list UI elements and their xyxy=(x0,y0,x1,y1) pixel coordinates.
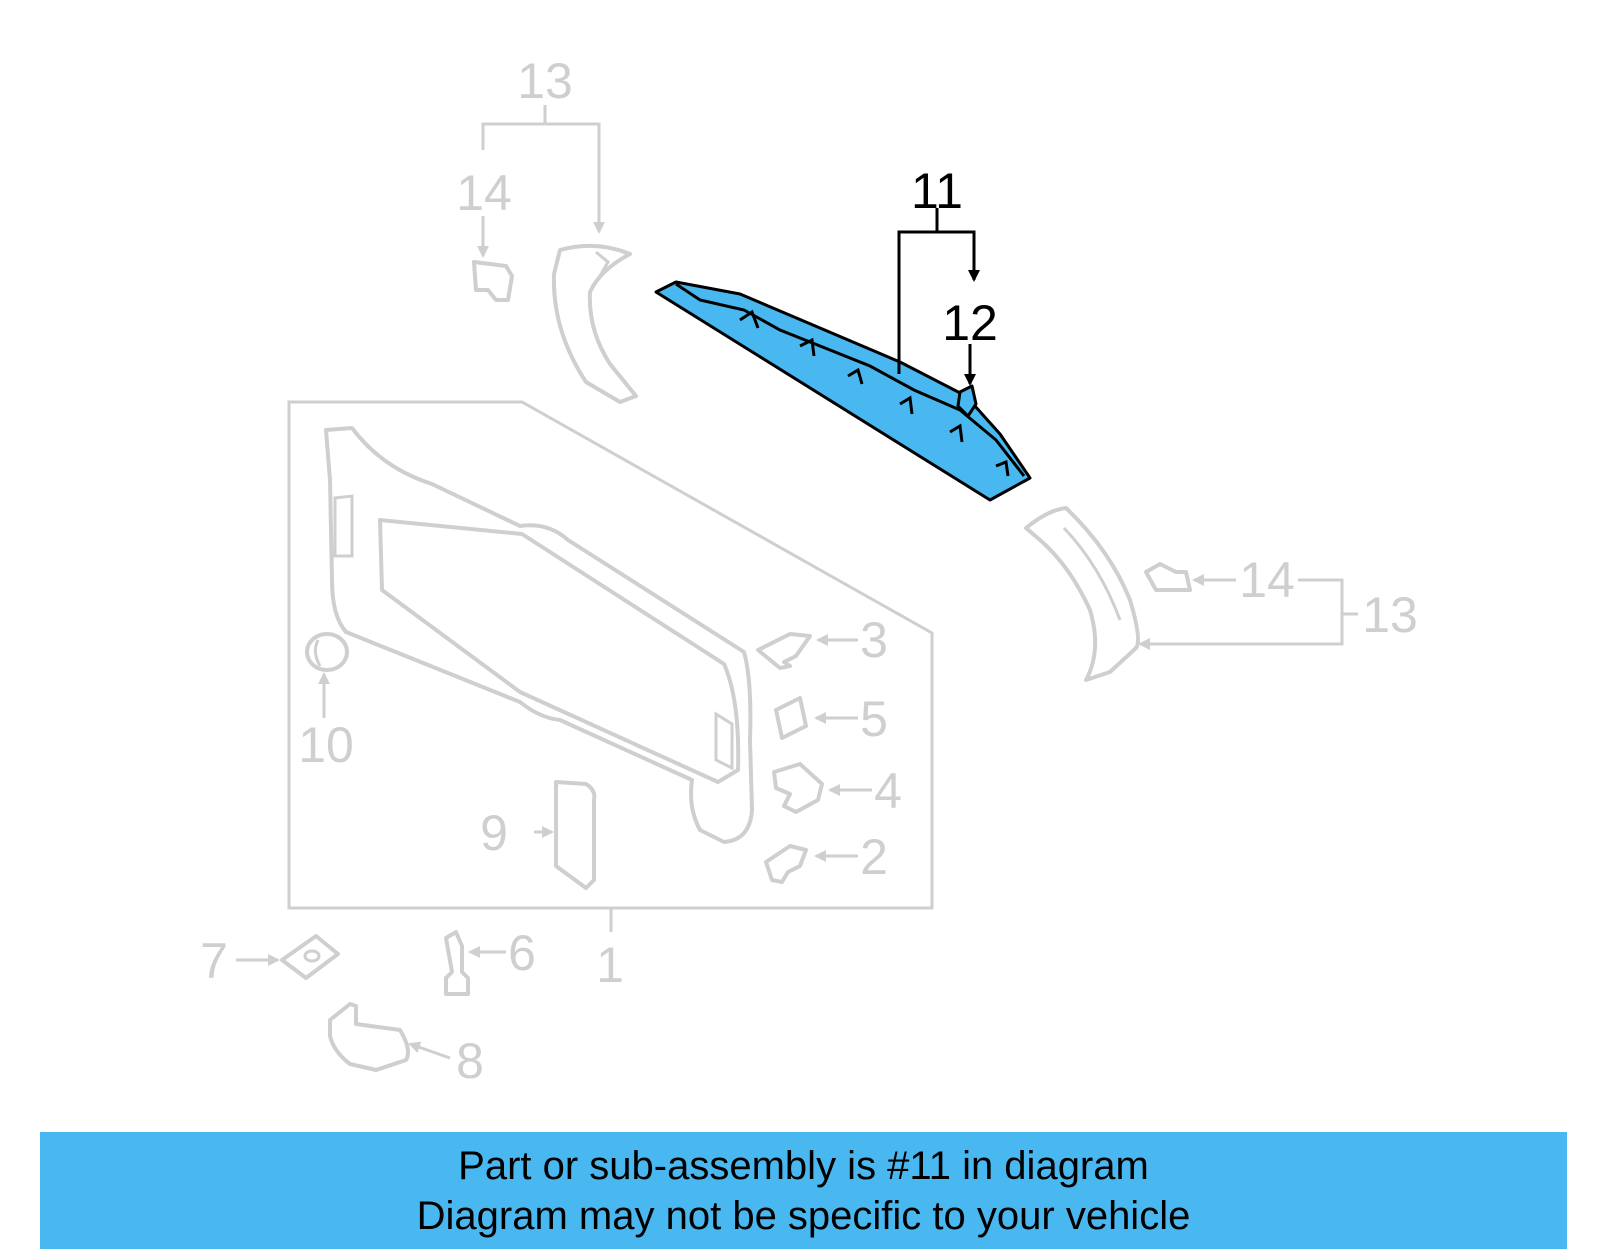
callout-10: 10 xyxy=(298,717,354,773)
part-8-cover xyxy=(328,1002,451,1072)
part-14-left-clip xyxy=(472,260,514,302)
part-9-pad xyxy=(554,780,597,890)
callout-7: 7 xyxy=(200,933,228,989)
callout-11[interactable]: 11 xyxy=(911,163,963,219)
part-1-right-pocket xyxy=(714,711,734,771)
callout-13-right: 13 xyxy=(1362,587,1418,643)
callout-8: 8 xyxy=(456,1033,484,1089)
callout-14-right: 14 xyxy=(1239,552,1295,608)
callout-13-top: 13 xyxy=(517,53,573,109)
part-1-liftgate-trim-panel xyxy=(287,400,934,932)
callout-6: 6 xyxy=(508,925,536,981)
part-14-right-clip xyxy=(1144,562,1192,592)
part-4-clip xyxy=(772,762,824,814)
part-13-left-pillar-trim xyxy=(551,243,638,404)
part-13-right-pillar-trim xyxy=(1024,506,1140,682)
info-banner: Part or sub-assembly is #11 in diagram D… xyxy=(40,1132,1567,1249)
part-1-inner-window xyxy=(378,518,741,784)
part-1-box xyxy=(287,400,934,910)
banner-line-1: Part or sub-assembly is #11 in diagram xyxy=(458,1143,1149,1188)
part-10-fastener xyxy=(305,632,349,718)
callout-2: 2 xyxy=(860,829,888,885)
callout-4: 4 xyxy=(874,763,902,819)
callout-12: 12 xyxy=(942,295,998,351)
callout-3: 3 xyxy=(860,612,888,668)
callout-5: 5 xyxy=(860,691,888,747)
part-2-clip xyxy=(764,844,808,884)
part-6-bolt xyxy=(444,930,506,996)
banner-line-2: Diagram may not be specific to your vehi… xyxy=(416,1193,1191,1238)
callout-9: 9 xyxy=(480,805,508,861)
callout-13-right-bracket xyxy=(1138,574,1358,650)
part-1-left-pocket xyxy=(333,494,354,558)
callout-1: 1 xyxy=(596,937,624,993)
part-11-header-trim xyxy=(654,280,1032,502)
callout-13-top-bracket xyxy=(477,105,605,258)
callout-14-top: 14 xyxy=(456,165,512,221)
part-5-clip xyxy=(774,696,808,740)
part-12-clip xyxy=(956,384,978,418)
part-7-nut-plate xyxy=(236,934,340,980)
callout-11-bracket xyxy=(897,208,980,386)
part-3-clip xyxy=(756,632,812,670)
part-11-body xyxy=(654,280,1032,502)
